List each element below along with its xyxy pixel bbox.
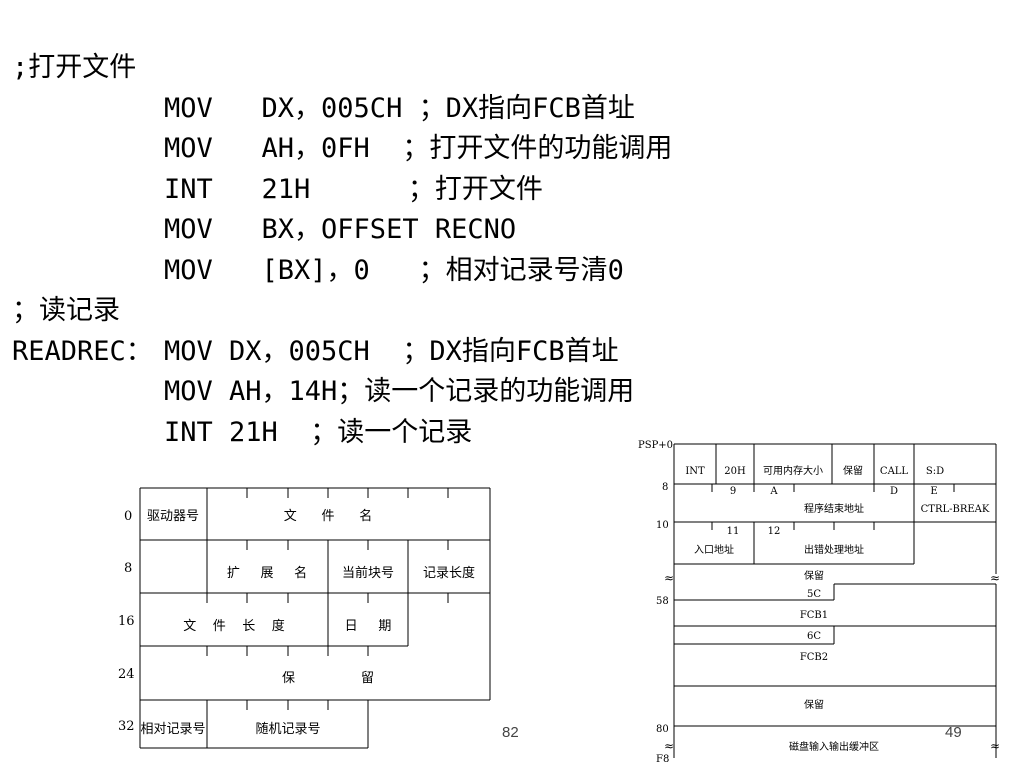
psp-structure-diagram: PSP+0 8 10 58 80 F8 INT 20H 可用内存大小 保留 CA… xyxy=(638,440,1000,765)
psp-offset-8: 8 xyxy=(662,482,668,493)
code-listing: ;打开文件 MOV DX，005CH ；DX指向FCB首址 MOV AH，0FH ；… xyxy=(12,48,672,453)
tick-12: 12 xyxy=(768,526,781,537)
available-memory-cell: 可用内存大小 xyxy=(763,464,823,477)
code-label: READREC： xyxy=(12,335,153,367)
psp-offset-f8: F8 xyxy=(656,754,669,765)
extension-cell: 扩 展 名 xyxy=(227,565,307,581)
offset-32: 32 xyxy=(118,719,135,734)
page-number-right: 49 xyxy=(945,724,962,741)
program-end-address-cell: 程序结束地址 xyxy=(804,502,864,515)
break-mark-right-2: ≈ xyxy=(990,739,1000,753)
code-text: ;打开文件 xyxy=(12,52,137,83)
sd-cell: S:D xyxy=(926,466,944,477)
int-cell: INT xyxy=(685,466,705,477)
psp-offset-58: 58 xyxy=(656,596,669,607)
offset-16: 16 xyxy=(118,614,135,629)
disk-io-buffer-cell: 磁盘输入输出缓冲区 xyxy=(789,740,879,753)
code-line: INT 21H ；读一个记录 xyxy=(12,413,672,454)
date-cell: 日 期 xyxy=(345,619,392,634)
code-text: MOV BX，OFFSET RECNO xyxy=(164,214,517,245)
tick-a: A xyxy=(769,486,778,497)
random-record-cell: 随机记录号 xyxy=(255,722,320,737)
fcb2-offset: 6C xyxy=(807,631,821,642)
psp-offset-80: 80 xyxy=(656,724,669,735)
current-block-cell: 当前块号 xyxy=(342,565,394,581)
code-text: MOV [BX]，0 ；相对记录号清0 xyxy=(164,254,624,286)
code-line: INT 21H ；打开文件 xyxy=(12,170,672,211)
psp-offset-10: 10 xyxy=(656,520,669,531)
reserved-cell: 保 留 xyxy=(282,671,374,686)
reserved-area-1: 保留 xyxy=(804,569,824,582)
entry-address-cell: 入口地址 xyxy=(694,543,734,556)
code-line: MOV AH，14H；读一个记录的功能调用 xyxy=(12,372,672,413)
code-text: MOV AH，0FH ；打开文件的功能调用 xyxy=(164,133,673,164)
offset-0: 0 xyxy=(124,509,132,524)
ctrl-break-cell: CTRL-BREAK xyxy=(921,504,990,515)
break-mark-left-2: ≈ xyxy=(664,739,674,753)
tick-e: E xyxy=(930,486,937,497)
code-text: MOV DX，005CH ；DX指向FCB首址 xyxy=(164,92,635,124)
offset-8: 8 xyxy=(124,561,132,576)
code-line: MOV [BX]，0 ；相对记录号清0 xyxy=(12,251,672,292)
error-handler-address-cell: 出错处理地址 xyxy=(804,543,864,556)
drive-cell: 驱动器号 xyxy=(147,509,199,524)
record-size-cell: 记录长度 xyxy=(423,565,475,581)
filename-cell: 文 件 名 xyxy=(284,508,373,524)
fcb1-cell: FCB1 xyxy=(800,610,828,621)
reserved-area-2: 保留 xyxy=(804,698,824,711)
code-line: MOV DX，005CH ；DX指向FCB首址 xyxy=(12,89,672,130)
page-number-left: 82 xyxy=(502,724,519,741)
code-text: INT 21H ；打开文件 xyxy=(164,173,543,205)
relative-record-cell: 相对记录号 xyxy=(140,722,205,737)
offset-24: 24 xyxy=(118,667,135,682)
break-mark-right: ≈ xyxy=(990,571,1000,585)
code-line: MOV AH，0FH ；打开文件的功能调用 xyxy=(12,129,672,170)
code-text: INT 21H ；读一个记录 xyxy=(164,416,473,448)
break-mark-left: ≈ xyxy=(664,571,674,585)
20h-cell: 20H xyxy=(724,466,746,477)
code-text: ；读记录 xyxy=(12,295,120,326)
fcb1-offset: 5C xyxy=(807,589,821,600)
tick-9: 9 xyxy=(730,486,736,497)
code-line: MOV BX，OFFSET RECNO xyxy=(12,210,672,251)
fcb2-cell: FCB2 xyxy=(800,652,828,663)
tick-11: 11 xyxy=(727,526,740,537)
code-text: MOV DX，005CH ；DX指向FCB首址 xyxy=(164,335,619,367)
fcb-structure-diagram: 0 8 16 24 32 驱动器号 文 件 名 扩 展 名 当前块号 记录长度 … xyxy=(118,487,491,749)
file-size-cell: 文 件 长 度 xyxy=(183,618,285,634)
code-text: MOV AH，14H；读一个记录的功能调用 xyxy=(164,376,635,407)
reserved-cell-row0: 保留 xyxy=(843,464,863,477)
code-line: ；读记录 xyxy=(12,291,672,332)
code-line: ;打开文件 xyxy=(12,48,672,89)
tick-d: D xyxy=(890,486,898,497)
code-line: READREC： MOV DX，005CH ；DX指向FCB首址 xyxy=(12,332,672,373)
call-cell: CALL xyxy=(880,466,909,477)
psp-offset-start: PSP+0 xyxy=(638,440,673,451)
